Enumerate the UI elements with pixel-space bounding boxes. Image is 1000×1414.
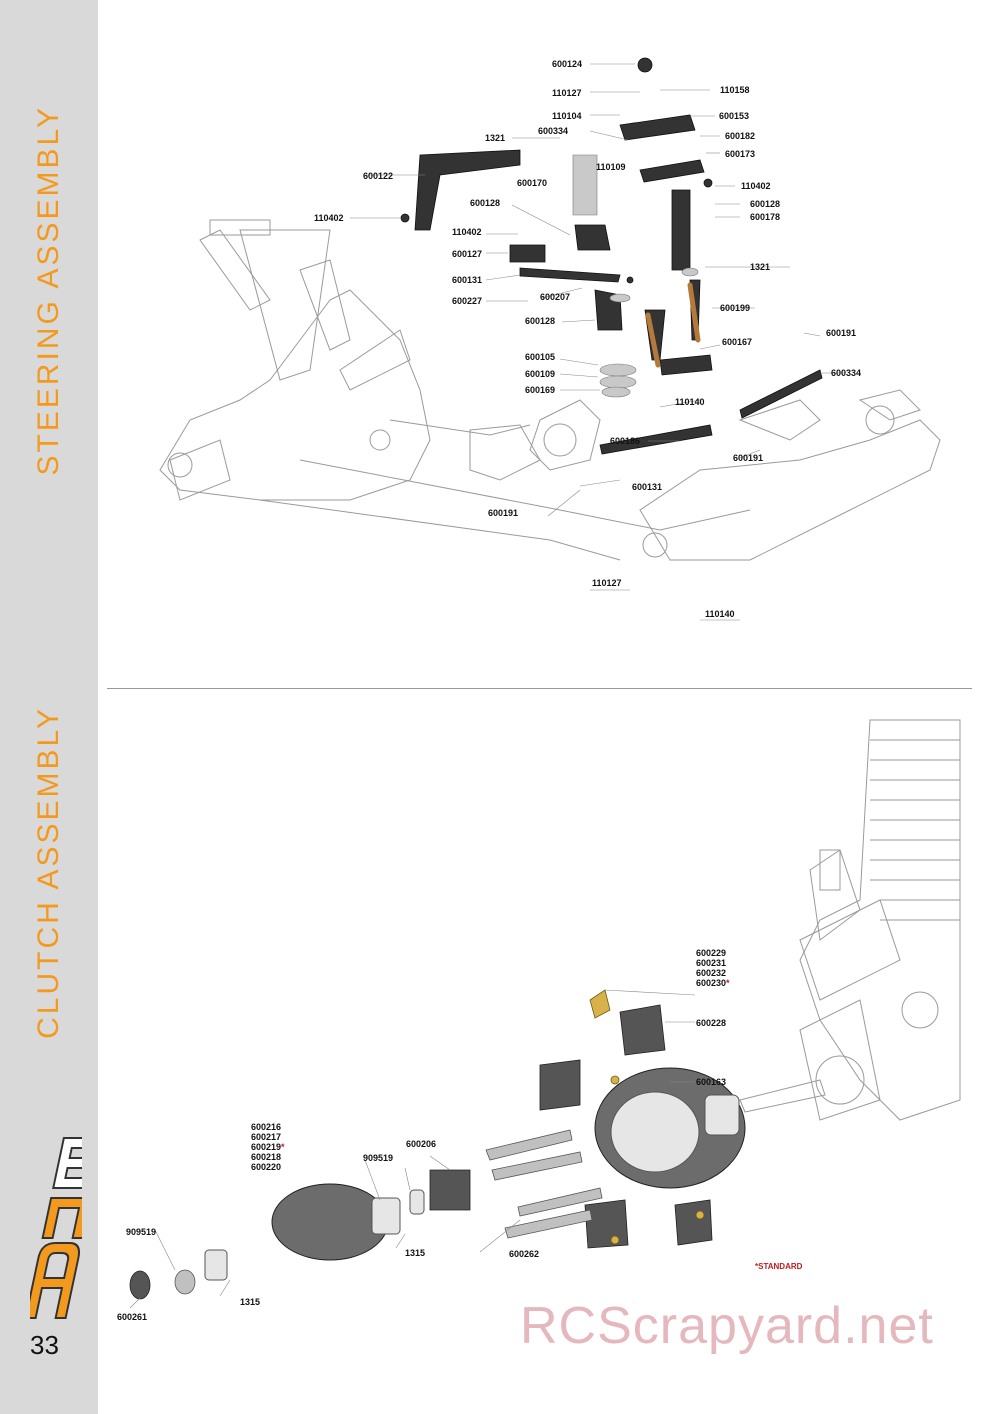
part-number-label: 600178 <box>750 212 781 222</box>
part-number-label: 110127 <box>552 88 582 98</box>
part-number-label: 600128 <box>470 198 501 208</box>
part-number-label: 600199 <box>720 303 751 313</box>
part-number-label: 600170 <box>517 178 548 188</box>
part-number-label: 600182 <box>725 131 756 141</box>
part-number-label: 600191 <box>488 508 519 518</box>
part-number-label: 600153 <box>719 111 750 121</box>
part-number-label: 600122 <box>363 171 394 181</box>
part-number-label: 600220 <box>251 1162 282 1172</box>
part-number-label: 110158 <box>720 85 750 95</box>
section-divider <box>107 688 972 689</box>
part-number-label: 600227 <box>452 296 483 306</box>
part-number-label: 600163 <box>696 1077 727 1087</box>
part-number-label: 600231 <box>696 958 727 968</box>
part-number-label: 600217 <box>251 1132 282 1142</box>
part-number-label: 110402 <box>452 227 482 237</box>
part-number-label: 600128 <box>525 316 556 326</box>
part-number-label: 909519 <box>126 1227 157 1237</box>
part-number-label: 909519 <box>363 1153 394 1163</box>
part-number-label: 1321 <box>485 133 506 143</box>
part-number-label: 600173 <box>725 149 756 159</box>
part-number-label: 600334 <box>538 126 569 136</box>
part-number-label: 600131 <box>452 275 483 285</box>
part-number-label: 600131 <box>632 482 663 492</box>
part-number-label: 1315 <box>405 1248 426 1258</box>
part-number-label: 1321 <box>750 262 771 272</box>
clutch-assembly-title: CLUTCH ASSEMBLY <box>32 706 65 1039</box>
part-number-label: 110140 <box>675 397 705 407</box>
part-number-label: 110127 <box>592 578 622 588</box>
part-number-label: 600230* <box>696 978 730 988</box>
page-number: 33 <box>30 1330 59 1360</box>
part-number-label: 600167 <box>722 337 753 347</box>
part-number-label: 110109 <box>596 162 626 172</box>
brand-logo-icon <box>30 1137 82 1319</box>
part-number-label: 600334 <box>831 368 862 378</box>
part-number-label: 600262 <box>509 1249 540 1259</box>
clutch-exploded-diagram <box>129 719 961 1309</box>
part-number-label: 600206 <box>406 1139 437 1149</box>
part-number-label: 600191 <box>826 328 857 338</box>
part-number-label: 600109 <box>525 369 556 379</box>
part-number-label: 600216 <box>251 1122 282 1132</box>
part-number-label: 600127 <box>452 249 483 259</box>
part-number-label: 600261 <box>117 1312 148 1322</box>
part-number-label: 600191 <box>733 453 764 463</box>
part-number-label: 1315 <box>240 1297 261 1307</box>
part-number-label: 600219* <box>251 1142 285 1152</box>
steering-exploded-diagram <box>159 57 941 621</box>
part-number-label: 110402 <box>741 181 771 191</box>
part-number-label: 600228 <box>696 1018 727 1028</box>
part-number-label: 110104 <box>552 111 582 121</box>
watermark: RCScrapyard.net <box>520 1297 934 1355</box>
part-number-label: 600186 <box>610 436 641 446</box>
part-number-label: 600105 <box>525 352 556 362</box>
part-number-label: 600218 <box>251 1152 282 1162</box>
part-number-label: 110402 <box>314 213 344 223</box>
part-number-label: 600124 <box>552 59 583 69</box>
part-number-label: 600169 <box>525 385 556 395</box>
standard-note: *STANDARD <box>755 1262 803 1271</box>
part-number-label: 600207 <box>540 292 571 302</box>
steering-assembly-title: STEERING ASSEMBLY <box>32 104 65 476</box>
part-number-label: 600229 <box>696 948 727 958</box>
part-number-label: 600128 <box>750 199 781 209</box>
part-number-label: 110140 <box>705 609 735 619</box>
part-number-label: 600232 <box>696 968 727 978</box>
